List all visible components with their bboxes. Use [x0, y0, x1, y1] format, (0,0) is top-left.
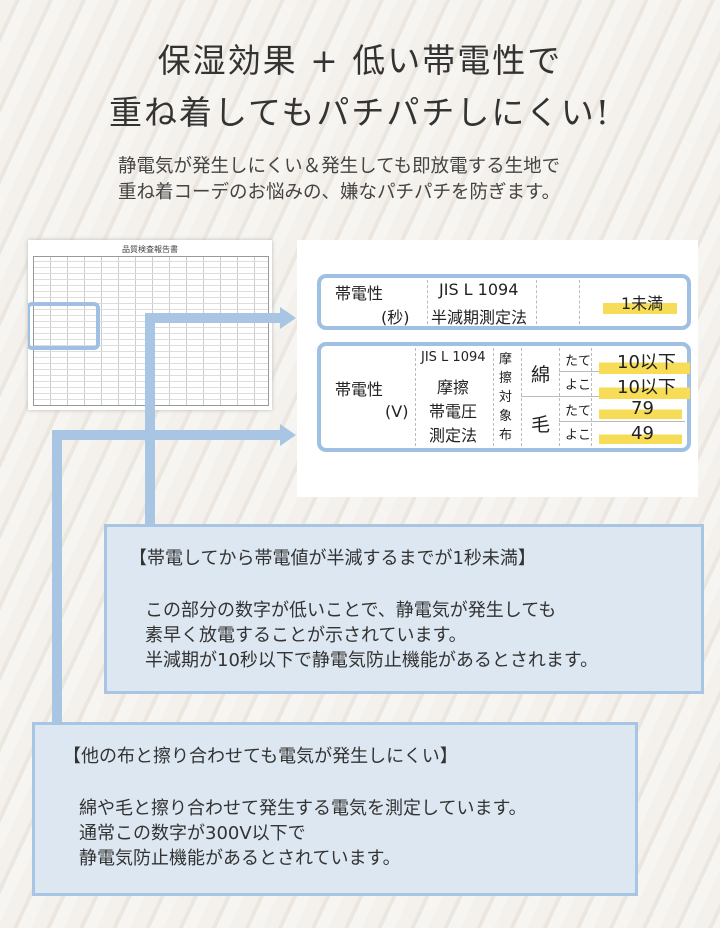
t1-value: 1未満 — [603, 290, 678, 314]
t1-unit: (秒) — [381, 308, 410, 327]
t2-fabric-cotton: 綿 — [531, 364, 551, 386]
t2-dir: よこ — [565, 428, 592, 443]
t2-value: 10以下 — [599, 348, 690, 374]
callout-friction: 【他の布と擦り合わせても電気が発生しにくい】 綿や毛と擦り合わせて発生する電気を… — [32, 722, 638, 896]
callout1-heading: 【帯電してから帯電値が半減するまでが1秒未満】 — [129, 548, 536, 569]
connector-1-vertical — [145, 313, 155, 527]
t2-value: 10以下 — [599, 373, 690, 399]
results-panel: 帯電性 (秒) JIS L 1094 半減期測定法 1未満 帯電性 (V) JI… — [297, 240, 698, 497]
t2-method-3: 測定法 — [429, 426, 478, 445]
callout2-line: 通常この数字が300V以下で — [79, 823, 306, 844]
t2-value: 79 — [599, 398, 682, 419]
subtitle-line2: 重ね着コーデのお悩みの、嫌なパチパチを防ぎます。 — [118, 182, 561, 203]
arrow-right-icon — [280, 424, 296, 446]
t1-method1: JIS L 1094 — [439, 280, 519, 299]
t2-dir: たて — [565, 404, 592, 419]
t2-dir: たて — [565, 354, 592, 369]
callout1-line: この部分の数字が低いことで、静電気が発生しても — [145, 600, 557, 621]
t2-value: 49 — [599, 423, 682, 444]
t2-unit: (V) — [385, 402, 409, 421]
report-highlight — [28, 302, 100, 350]
subtitle-line1: 静電気が発生しにくい＆発生しても即放電する生地で — [118, 156, 561, 177]
report-title: 品質検査報告書 — [122, 245, 178, 254]
t2-target: 摩擦対象布 — [499, 352, 513, 443]
callout-half-life: 【帯電してから帯電値が半減するまでが1秒未満】 この部分の数字が低いことで、静電… — [104, 524, 704, 694]
callout1-line: 素早く放電することが示されています。 — [145, 625, 467, 646]
connector-1 — [145, 313, 280, 323]
t2-fabric-wool: 毛 — [531, 414, 551, 436]
friction-voltage-table: 帯電性 (V) JIS L 1094 摩擦 帯電圧 測定法 摩擦対象布 綿 毛 … — [317, 342, 691, 452]
t2-method-0: JIS L 1094 — [421, 350, 486, 365]
t1-label: 帯電性 — [335, 284, 384, 303]
arrow-right-icon — [280, 307, 296, 329]
t2-method-1: 摩擦 — [437, 378, 470, 397]
connector-2 — [52, 430, 280, 440]
headline-line2: 重ね着してもパチパチしにくい! — [109, 93, 611, 132]
t1-method2: 半減期測定法 — [431, 308, 528, 327]
t2-dir: よこ — [565, 378, 592, 393]
callout2-line: 綿や毛と擦り合わせて発生する電気を測定しています。 — [79, 798, 527, 819]
callout2-line: 静電気防止機能があるとされています。 — [79, 848, 401, 869]
connector-2-vertical — [52, 430, 62, 724]
callout1-line: 半減期が10秒以下で静電気防止機能があるとされます。 — [145, 650, 599, 671]
t2-label: 帯電性 — [335, 380, 384, 399]
t2-method-2: 帯電圧 — [429, 402, 478, 421]
headline-line1: 保湿効果 + 低い帯電性で — [157, 41, 563, 80]
half-life-table: 帯電性 (秒) JIS L 1094 半減期測定法 1未満 — [317, 274, 691, 330]
callout2-heading: 【他の布と擦り合わせても電気が発生しにくい】 — [63, 746, 458, 767]
